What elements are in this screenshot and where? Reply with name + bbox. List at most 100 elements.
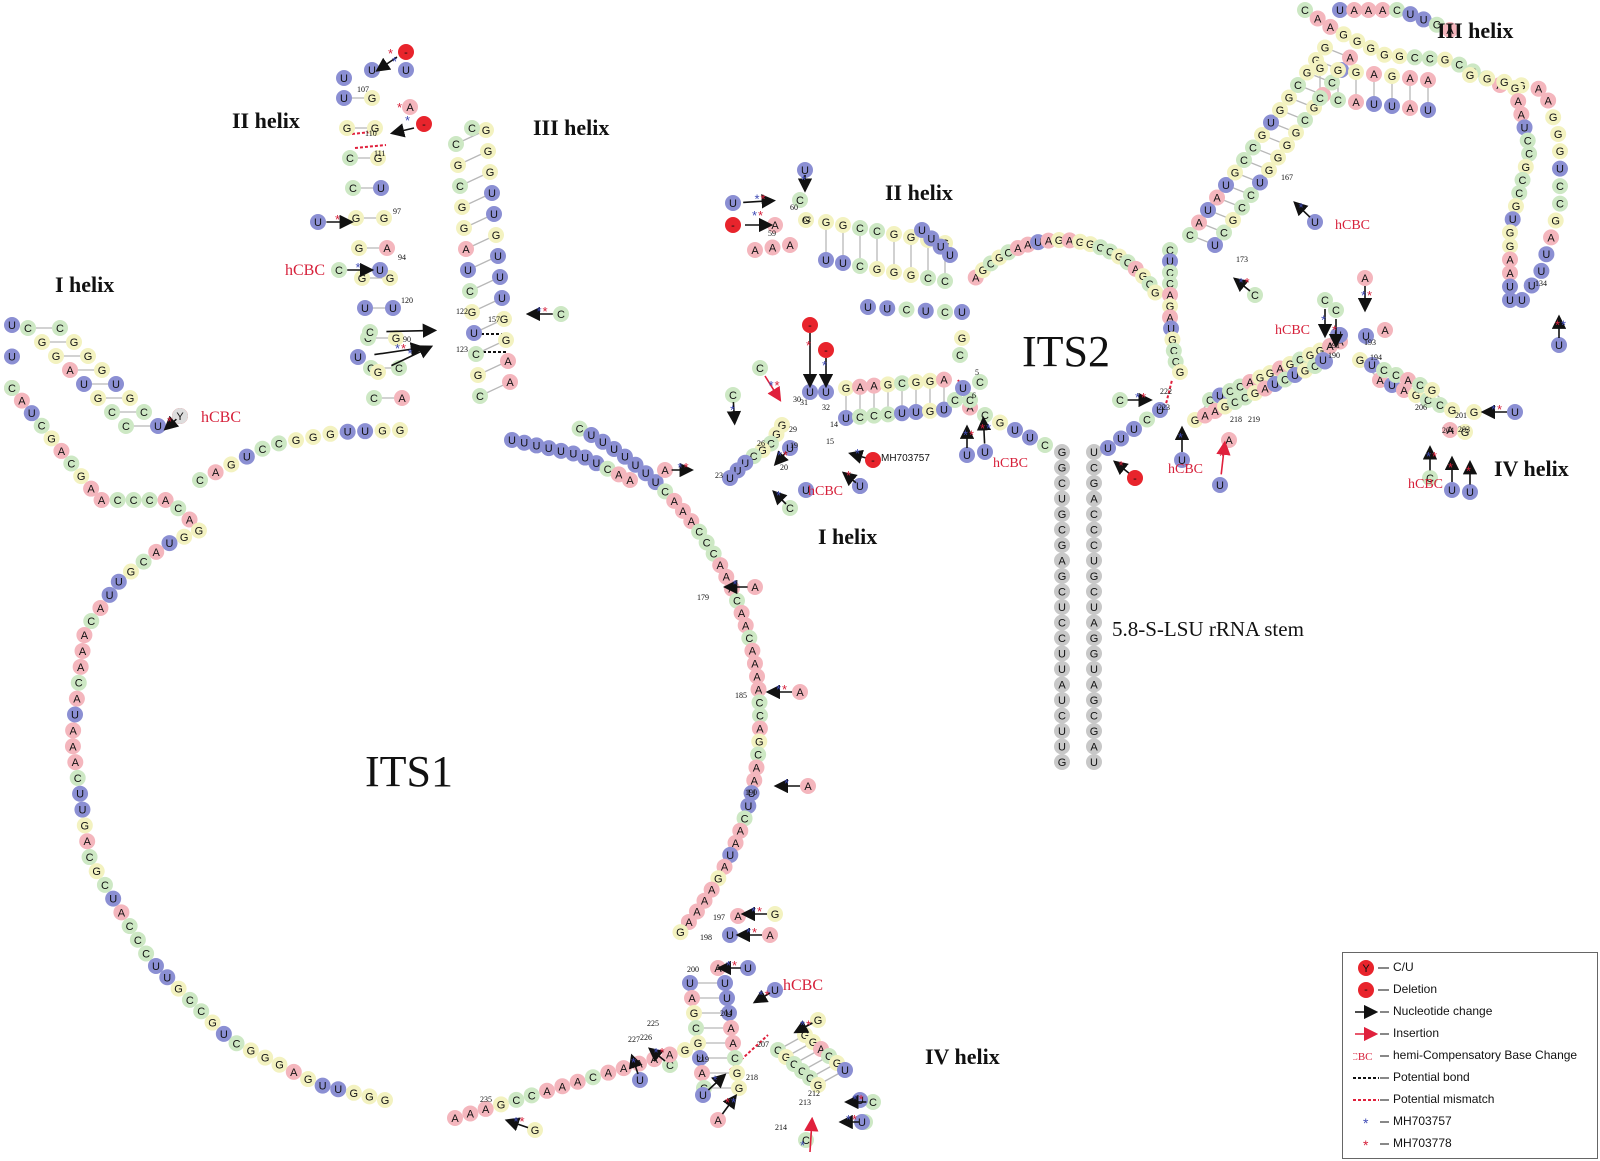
nucleotide-G: G (729, 1065, 745, 1081)
nucleotide-G: G (190, 522, 207, 539)
position-number: 200 (687, 965, 699, 974)
nucleotide-U: U (798, 482, 814, 498)
svg-text:U: U (533, 440, 541, 452)
svg-text:G: G (1055, 235, 1064, 247)
svg-text:C: C (1058, 633, 1066, 645)
position-number: 222 (1160, 387, 1172, 396)
nucleotide-G: G (1352, 352, 1368, 368)
svg-text:U: U (734, 465, 742, 477)
nucleotide-G: G (1502, 224, 1518, 241)
nucleotide-C: C (1054, 521, 1070, 538)
nucleotide-U: U (553, 442, 570, 459)
svg-text:G: G (380, 213, 389, 225)
svg-text:A: A (162, 495, 170, 507)
nucleotide-A: A (866, 377, 882, 394)
nucleotide-G: G (482, 164, 498, 180)
svg-text:C: C (1247, 190, 1255, 202)
svg-text:G: G (374, 367, 383, 379)
svg-text:C: C (75, 678, 83, 690)
red-star-icon: * (1448, 460, 1453, 475)
nucleotide-change-arrow (375, 56, 398, 72)
svg-text:C: C (1090, 525, 1098, 537)
nucleotide-U: U (540, 440, 557, 457)
svg-text:G: G (1266, 368, 1275, 380)
svg-text:G: G (778, 420, 787, 432)
nucleotide-G: G (454, 199, 470, 215)
blue-star-icon: * (713, 1073, 718, 1088)
blue-star-icon: * (846, 1112, 851, 1127)
potential-mismatch-line (354, 144, 387, 149)
position-number: 167 (1281, 173, 1293, 182)
position-number: 203 (1458, 425, 1470, 434)
its2-helix-iii-label: III helix (1437, 18, 1514, 43)
nucleotide-C: C (118, 418, 134, 434)
nucleotide-C: C (20, 320, 36, 336)
svg-text:A: A (73, 694, 81, 706)
svg-text:A: A (1166, 312, 1174, 324)
svg-text:U: U (1506, 295, 1514, 307)
nucleotide-A: A (1346, 2, 1363, 18)
svg-text:G: G (1551, 216, 1560, 228)
svg-text:U: U (115, 577, 123, 589)
nucleotide-C: C (728, 592, 745, 609)
svg-text:C: C (666, 1060, 674, 1072)
nucleotide-G: G (367, 120, 383, 136)
svg-text:A: A (1166, 290, 1174, 302)
svg-text:A: A (1446, 425, 1454, 437)
svg-text:U: U (726, 930, 734, 942)
svg-text:G: G (1276, 105, 1285, 117)
nucleotide-G: G (1424, 382, 1440, 398)
svg-text:U: U (1388, 380, 1396, 392)
svg-text:G: G (1461, 427, 1470, 439)
nucleotide-change-arrow (726, 401, 742, 426)
position-number: 206 (1415, 403, 1427, 412)
nucleotide-G: G (351, 240, 367, 256)
svg-text:U: U (946, 250, 954, 262)
red-star-icon: * (397, 100, 402, 115)
svg-text:C: C (456, 181, 464, 193)
nucleotide-G: G (1086, 692, 1102, 708)
svg-text:C: C (67, 458, 75, 470)
nucleotide-C: C (70, 674, 87, 691)
svg-text:U: U (1556, 164, 1564, 176)
nucleotide-G: G (810, 1077, 826, 1093)
nucleotide-G: G (880, 376, 896, 393)
position-number: 204 (1442, 426, 1454, 435)
position-number: 14 (830, 420, 838, 429)
svg-text:A: A (1195, 218, 1203, 230)
position-number: 29 (789, 425, 797, 434)
svg-text:U: U (1388, 101, 1396, 113)
nucleotide-U: U (1444, 482, 1460, 498)
svg-text:U: U (76, 789, 84, 801)
svg-text:C: C (976, 377, 984, 389)
svg-text:G: G (809, 1037, 818, 1049)
svg-text:U: U (368, 65, 376, 77)
svg-text:U: U (842, 413, 850, 425)
red-star-icon: * (757, 904, 762, 919)
svg-text:G: G (94, 393, 103, 405)
svg-text:C: C (661, 486, 669, 498)
nucleotide-U: U (357, 423, 374, 440)
svg-text:C: C (903, 305, 911, 317)
blue-star-icon: * (801, 173, 806, 188)
svg-text:U: U (1058, 494, 1066, 506)
nucleotide-G: G (922, 372, 938, 389)
nucleotide-U: U (1502, 292, 1518, 308)
svg-text:A: A (769, 243, 777, 255)
hcbc-label: hCBC (1275, 323, 1311, 338)
svg-text:U: U (166, 538, 174, 550)
nucleotide-U: U (1054, 692, 1070, 708)
nucleotide-U: U (336, 90, 352, 106)
svg-text:G: G (1470, 407, 1479, 419)
nucleotide-U: U (835, 255, 851, 271)
blue-star-icon: * (822, 358, 827, 373)
svg-text:C: C (186, 995, 194, 1007)
svg-text:G: G (1339, 29, 1348, 41)
svg-text:C: C (1334, 95, 1342, 107)
nucleotide-G: G (464, 304, 480, 320)
nucleotide-A: A (749, 668, 766, 685)
svg-text:C: C (756, 710, 764, 722)
nucleotide-A: A (733, 604, 750, 621)
svg-text:C: C (1301, 5, 1309, 17)
nucleotide-change-arrow (628, 1053, 643, 1075)
